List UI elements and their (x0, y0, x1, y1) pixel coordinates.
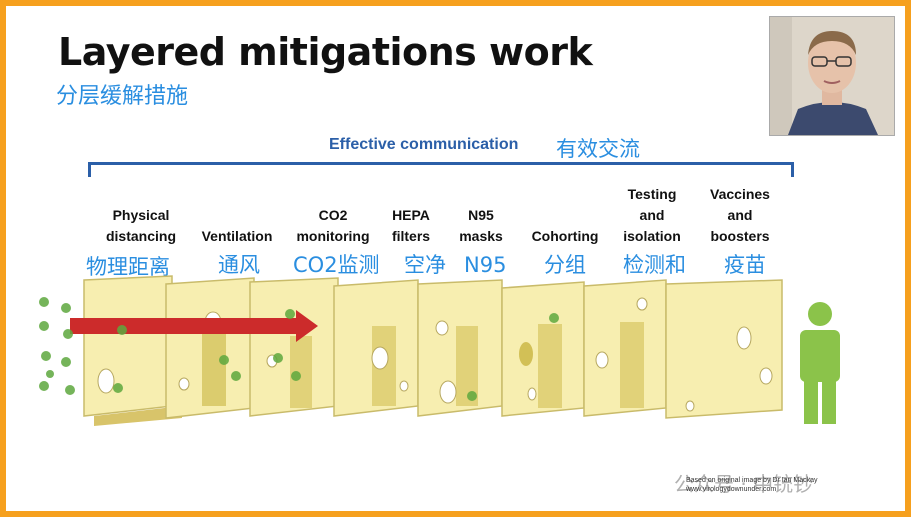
layer-label-co2-monitoring: CO2 monitoring (296, 207, 370, 244)
virus-particles (39, 297, 559, 401)
layer-label-n95-masks: N95 masks (459, 207, 503, 244)
layer-label-ventilation: Ventilation (201, 228, 273, 244)
layer-label-zh-n95-masks: N95 (464, 253, 507, 277)
layer-label-zh-vaccines: 疫苗 (724, 253, 766, 277)
layer-label-vaccines-boosters: Vaccines and boosters (710, 186, 770, 244)
wechat-watermark: 公众号 · 中铳钞 (674, 472, 814, 496)
presenter-image (770, 17, 894, 135)
layer-label-hepa-filters: HEPA filters (391, 207, 431, 244)
swiss-cheese-diagram (39, 275, 840, 426)
cheese-slice-6 (501, 281, 585, 417)
image-credit: Based on original image by Dr Ian Mackay… (686, 477, 818, 493)
layer-label-zh-co2-monitoring: CO2监测 (293, 253, 380, 277)
cheese-slice-1 (83, 275, 182, 426)
layer-label-zh-physical-distancing: 物理距离 (86, 255, 170, 279)
cheese-slice-8 (665, 279, 783, 419)
cheese-slice-3 (249, 277, 339, 417)
layer-label-zh-hepa-filters: 空净 (404, 253, 446, 277)
slide: Layered mitigations work 分层缓解措施 Effectiv… (6, 6, 905, 511)
cheese-slice-4 (333, 279, 419, 417)
communication-label-zh: 有效交流 (556, 137, 640, 161)
layer-label-zh-ventilation: 通风 (218, 253, 260, 277)
layer-label-zh-cohorting: 分组 (544, 253, 586, 277)
presenter-webcam (769, 16, 895, 136)
layer-label-cohorting: Cohorting (531, 228, 599, 244)
cheese-slice-2 (165, 277, 255, 419)
layer-label-testing-isolation: Testing and isolation (623, 186, 681, 244)
cheese-slice-5 (417, 279, 503, 417)
communication-label: Effective communication (329, 136, 519, 153)
cheese-slice-7 (583, 279, 667, 417)
slide-title: Layered mitigations work (58, 30, 593, 74)
communication-bracket (88, 162, 794, 177)
layer-label-physical-distancing: Physical distancing (105, 207, 176, 244)
person-figure (800, 302, 840, 424)
pathogen-arrow (70, 310, 318, 342)
slide-subtitle-zh: 分层缓解措施 (56, 84, 189, 109)
